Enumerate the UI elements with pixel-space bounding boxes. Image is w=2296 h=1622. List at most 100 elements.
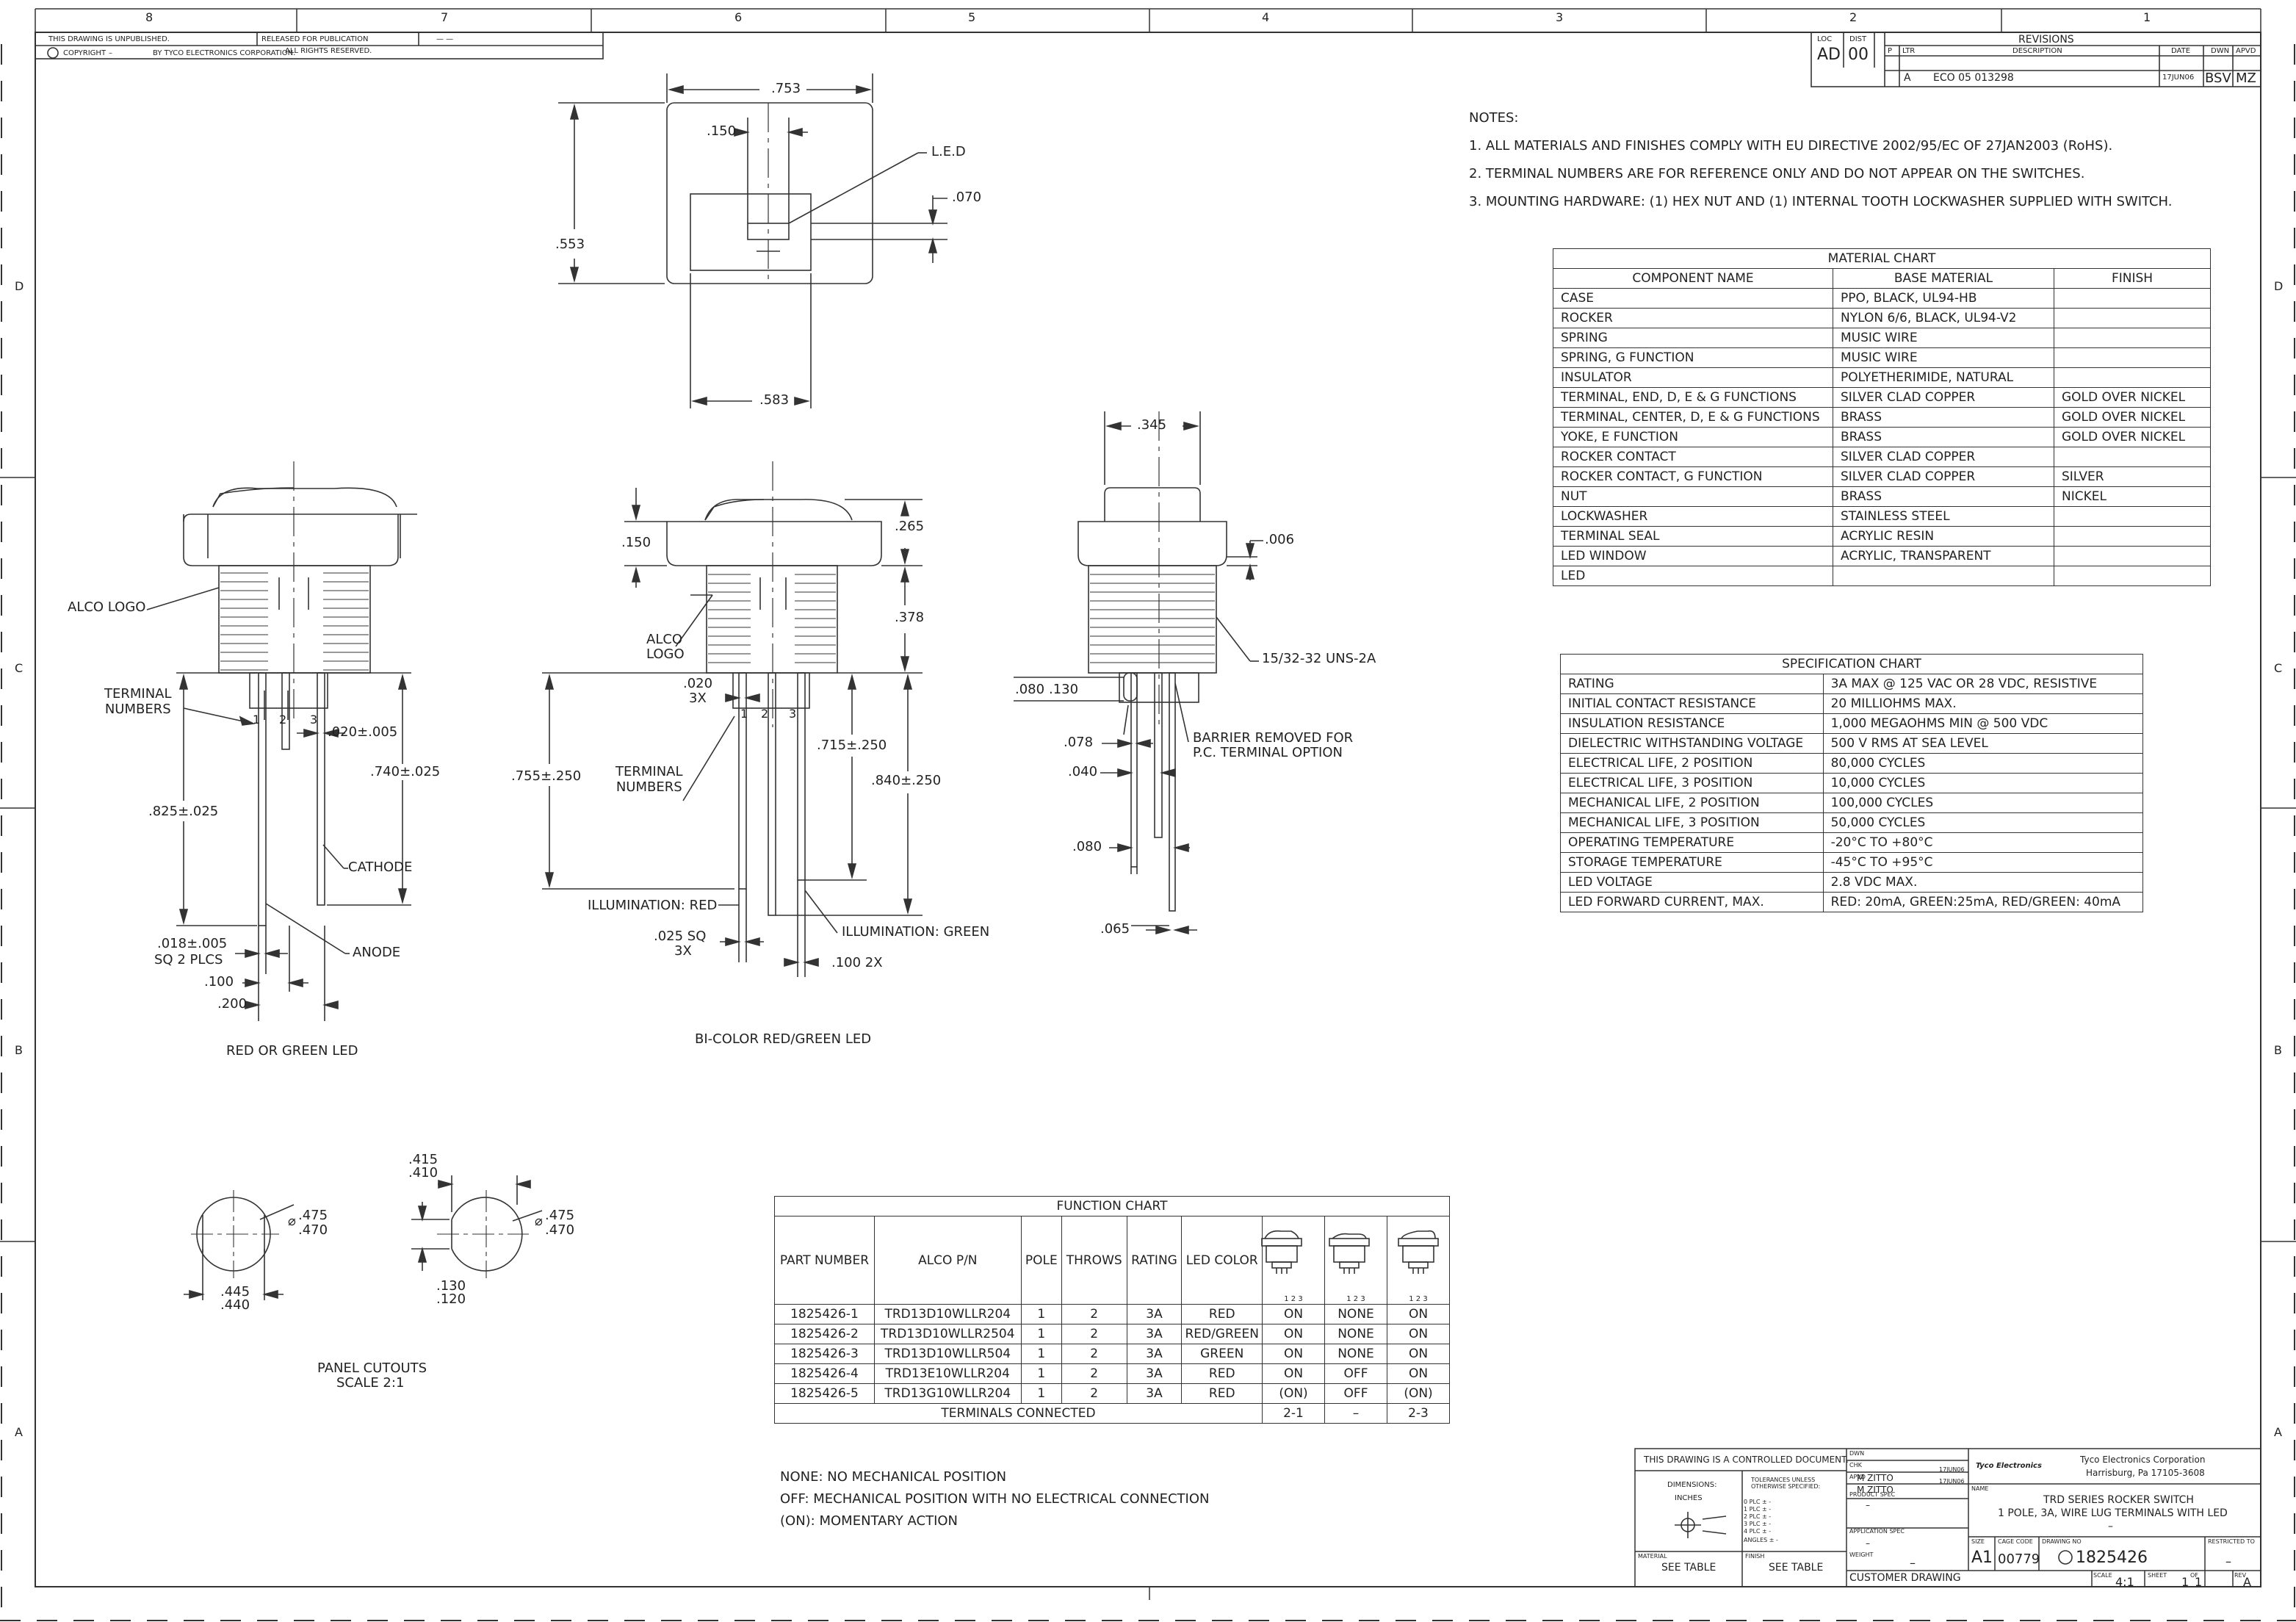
material-cell: PPO, BLACK, UL94-HB — [1833, 288, 2054, 309]
function-cell: 1825426-1 — [774, 1304, 875, 1324]
material-value: SEE TABLE — [1661, 1562, 1716, 1574]
function-cell: NONE — [1324, 1304, 1387, 1324]
material-cell: LED — [1553, 566, 1833, 586]
dim-red-length: .755±.250 — [511, 768, 582, 784]
dim-pin-size: .018±.005 — [157, 936, 228, 951]
zone-number: 1 — [2143, 10, 2151, 24]
drawing-number: 1825426 — [2076, 1549, 2148, 1567]
function-cell: 1825426-2 — [774, 1324, 875, 1344]
function-cell: TRD13E10WLLR204 — [873, 1363, 1022, 1384]
material-cell: BRASS — [1833, 486, 2054, 507]
rev-label: REV — [2234, 1572, 2247, 1579]
dim-pin-span: .200 — [217, 996, 248, 1012]
dim-diameter-min-b: .470 — [545, 1222, 575, 1238]
material-chart: MATERIAL CHART COMPONENT NAME BASE MATER… — [1553, 248, 2211, 586]
material-cell — [2054, 308, 2211, 328]
illumination-green-label: ILLUMINATION: GREEN — [842, 924, 990, 940]
zone-letter: D — [2274, 279, 2284, 293]
sheet-of-label: OF — [2190, 1572, 2198, 1579]
material-cell: NUT — [1553, 486, 1833, 507]
inches-label: INCHES — [1675, 1494, 1703, 1502]
panel-cutouts-caption: PANEL CUTOUTS — [317, 1360, 427, 1376]
dim-rocker-width: .345 — [1137, 417, 1167, 433]
drawing-name-2: 1 POLE, 3A, WIRE LUG TERMINALS WITH LED — [1998, 1507, 2228, 1519]
function-cell: 2 — [1061, 1383, 1127, 1404]
released-value: — — — [436, 35, 454, 43]
zone-letter: B — [2274, 1043, 2282, 1057]
red-green-led-caption: RED OR GREEN LED — [226, 1043, 358, 1059]
func-header-rating: RATING — [1126, 1216, 1183, 1305]
func-footer-pos1: 2-1 — [1262, 1403, 1325, 1424]
function-cell: RED — [1181, 1363, 1263, 1384]
function-cell: ON — [1387, 1304, 1450, 1324]
function-cell: 3A — [1126, 1304, 1183, 1324]
product-spec-label: PRODUCT SPEC — [1849, 1491, 1896, 1498]
function-cell: ON — [1262, 1344, 1325, 1364]
func-icon-pos2: 1 2 3 — [1324, 1216, 1387, 1305]
zone-letter: D — [15, 279, 24, 293]
function-cell: 2 — [1061, 1324, 1127, 1344]
zone-number: 4 — [1262, 10, 1270, 24]
dim-terminal-spacing: .040 — [1068, 764, 1098, 779]
dim-height: .553 — [555, 237, 585, 252]
func-icon-pos3: 1 2 3 — [1387, 1216, 1450, 1305]
dim-key-max: .130 — [436, 1278, 466, 1294]
drawing-name-3: – — [2108, 1521, 2113, 1532]
alco-logo-label: ALCO LOGO — [68, 599, 146, 615]
spec-cell: DIELECTRIC WITHSTANDING VOLTAGE — [1560, 733, 1824, 754]
note-3: 3. MOUNTING HARDWARE: (1) HEX NUT AND (1… — [1469, 194, 2173, 209]
function-cell: 1825426-4 — [774, 1363, 875, 1384]
copyright-dash: – — [109, 49, 112, 57]
finish-value: SEE TABLE — [1769, 1562, 1824, 1574]
table-row: LED — [1553, 566, 2211, 586]
dim-flat-min: .410 — [408, 1165, 438, 1181]
func-footer-label: TERMINALS CONNECTED — [774, 1403, 1263, 1424]
note-1: 1. ALL MATERIALS AND FINISHES COMPLY WIT… — [1469, 138, 2113, 154]
function-cell: ON — [1387, 1344, 1450, 1364]
zone-number: 8 — [145, 10, 154, 24]
spec-cell: 3A MAX @ 125 VAC OR 28 VDC, RESISTIVE — [1822, 674, 2144, 694]
func-footer-pos3: 2-3 — [1387, 1403, 1450, 1424]
function-cell: 1 — [1020, 1363, 1062, 1384]
dim-key-min: .120 — [436, 1291, 466, 1307]
dim-barrier-b: .130 — [1049, 682, 1079, 697]
tol-4plc: 4 PLC ± - — [1744, 1528, 1772, 1535]
zone-number: 6 — [734, 10, 743, 24]
function-cell: TRD13D10WLLR204 — [873, 1304, 1022, 1324]
dim-width: .753 — [771, 81, 801, 96]
material-cell: SILVER — [2054, 466, 2211, 487]
dim-terminal-width: .020±.005 — [328, 724, 398, 740]
spec-cell: 80,000 CYCLES — [1822, 753, 2144, 774]
table-row: LED FORWARD CURRENT, MAX.RED: 20mA, GREE… — [1560, 892, 2144, 912]
function-cell: 2 — [1061, 1363, 1127, 1384]
material-cell: MUSIC WIRE — [1833, 347, 2054, 368]
func-icon-pos1: 1 2 3 — [1262, 1216, 1325, 1305]
func-header-led: LED COLOR — [1181, 1216, 1263, 1305]
function-cell: 1 — [1020, 1383, 1062, 1404]
controlled-document: THIS DRAWING IS A CONTROLLED DOCUMENT. — [1644, 1455, 1849, 1465]
material-cell: STAINLESS STEEL — [1833, 506, 2054, 527]
dim-diameter-max-a: .475 — [298, 1208, 328, 1223]
material-cell: BRASS — [1833, 407, 2054, 428]
material-cell: NICKEL — [2054, 486, 2211, 507]
apvd-label: APVD — [1849, 1474, 1866, 1480]
dim-terminal-width-b: .020 — [683, 676, 713, 691]
function-chart: FUNCTION CHART PART NUMBER ALCO P/N POLE… — [774, 1196, 1450, 1424]
function-cell: (ON) — [1262, 1383, 1325, 1404]
spec-cell: MECHANICAL LIFE, 2 POSITION — [1560, 793, 1824, 813]
material-cell — [2054, 347, 2211, 368]
released-note: RELEASED FOR PUBLICATION — [261, 35, 369, 43]
copyright-by: BY TYCO ELECTRONICS CORPORATION. — [153, 49, 296, 57]
terminal-3-b: 3 — [789, 707, 797, 721]
func-header-part: PART NUMBER — [774, 1216, 875, 1305]
dim-seal: .006 — [1265, 532, 1295, 547]
note-2: 2. TERMINAL NUMBERS ARE FOR REFERENCE ON… — [1469, 166, 2085, 181]
dim-rocker-height: .265 — [895, 519, 925, 534]
